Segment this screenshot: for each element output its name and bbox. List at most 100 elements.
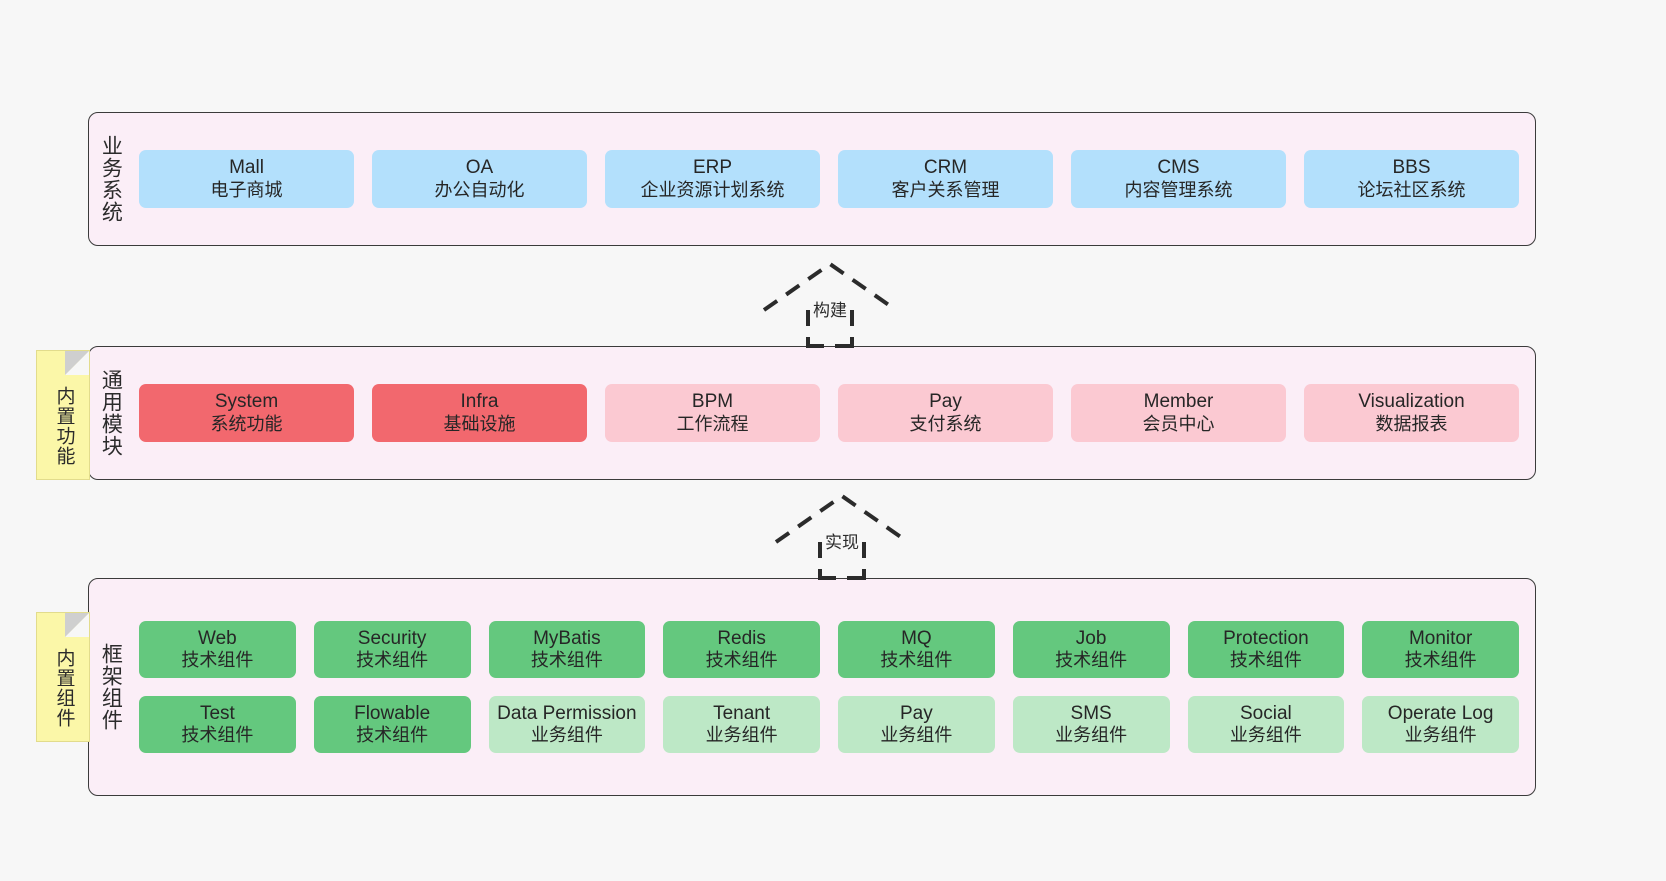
node-name: Data Permission (497, 703, 637, 724)
node-cms[interactable]: CMS 内容管理系统 (1071, 150, 1286, 208)
node-desc: 会员中心 (1142, 413, 1215, 434)
node-desc: 技术组件 (181, 725, 254, 746)
layer-body-framework-component: Web 技术组件 Security 技术组件 MyBatis 技术组件 Redi… (131, 579, 1535, 795)
node-redis[interactable]: Redis 技术组件 (663, 620, 820, 678)
node-name: Monitor (1408, 627, 1473, 649)
node-name: MyBatis (533, 627, 601, 649)
generalization-arrow-icon (774, 493, 910, 580)
sticky-note-label: 内置组件 (53, 648, 75, 728)
node-desc: 支付系统 (909, 413, 982, 434)
node-flowable[interactable]: Flowable 技术组件 (313, 696, 471, 754)
layer-row: Web 技术组件 Security 技术组件 MyBatis 技术组件 Redi… (139, 620, 1519, 678)
node-name: Operate Log (1387, 703, 1494, 724)
node-name: System (214, 391, 279, 413)
node-name: Mall (229, 157, 264, 179)
node-name: CRM (923, 157, 968, 179)
connector-label-implement: 实现 (822, 528, 862, 553)
node-erp[interactable]: ERP 企业资源计划系统 (605, 150, 820, 208)
node-data-permission[interactable]: Data Permission 业务组件 (488, 696, 646, 754)
layer-row: Mall 电子商城 OA 办公自动化 ERP 企业资源计划系统 CRM 客户关系… (139, 150, 1519, 208)
sticky-note-label: 内置功能 (53, 386, 75, 466)
layer-common-module[interactable]: 通用模块 System 系统功能 Infra 基础设施 BPM 工作流程 Pay… (88, 346, 1536, 480)
node-web[interactable]: Web 技术组件 (139, 620, 296, 678)
connector-label-build: 构建 (810, 296, 850, 321)
layer-title-framework-component: 框架组件 (99, 643, 123, 731)
generalization-arrow-icon (762, 261, 898, 348)
node-desc: 业务组件 (1229, 725, 1302, 746)
node-desc: 论坛社区系统 (1357, 179, 1466, 200)
node-member[interactable]: Member 会员中心 (1071, 384, 1286, 442)
layer-title-business-system: 业务系统 (99, 135, 123, 223)
node-mybatis[interactable]: MyBatis 技术组件 (488, 620, 646, 678)
node-job[interactable]: Job 技术组件 (1012, 620, 1170, 678)
node-desc: 业务组件 (1404, 725, 1477, 746)
layer-business-system[interactable]: 业务系统 Mall 电子商城 OA 办公自动化 ERP 企业资源计划系统 CRM… (88, 112, 1536, 246)
node-security[interactable]: Security 技术组件 (313, 620, 471, 678)
node-name: Web (198, 627, 237, 649)
node-name: Job (1075, 627, 1107, 649)
node-desc: 数据报表 (1375, 413, 1448, 434)
node-tenant[interactable]: Tenant 业务组件 (663, 696, 820, 754)
node-desc: 技术组件 (1404, 650, 1477, 671)
node-social[interactable]: Social 业务组件 (1187, 696, 1345, 754)
node-name: Redis (717, 627, 766, 649)
node-bbs[interactable]: BBS 论坛社区系统 (1304, 150, 1519, 208)
node-name: OA (465, 157, 494, 179)
node-desc: 技术组件 (356, 650, 429, 671)
node-desc: 业务组件 (530, 725, 603, 746)
node-name: Infra (460, 391, 499, 413)
node-name: CMS (1157, 157, 1200, 179)
node-test[interactable]: Test 技术组件 (139, 696, 296, 754)
node-mall[interactable]: Mall 电子商城 (139, 150, 354, 208)
node-name: Social (1240, 703, 1292, 724)
node-infra[interactable]: Infra 基础设施 (372, 384, 587, 442)
node-name: Protection (1223, 627, 1309, 649)
node-name: Member (1143, 391, 1214, 413)
node-name: BPM (691, 391, 734, 413)
node-name: BBS (1392, 157, 1431, 179)
layer-framework-component[interactable]: 框架组件 Web 技术组件 Security 技术组件 MyBatis 技术组件… (88, 578, 1536, 796)
node-desc: 技术组件 (1229, 650, 1302, 671)
layer-body-business-system: Mall 电子商城 OA 办公自动化 ERP 企业资源计划系统 CRM 客户关系… (131, 113, 1535, 245)
node-name: Tenant (713, 703, 771, 724)
node-monitor[interactable]: Monitor 技术组件 (1362, 620, 1519, 678)
node-name: Pay (929, 391, 962, 413)
node-system[interactable]: System 系统功能 (139, 384, 354, 442)
node-desc: 内容管理系统 (1124, 179, 1233, 200)
node-bpm[interactable]: BPM 工作流程 (605, 384, 820, 442)
node-desc: 技术组件 (1055, 650, 1128, 671)
node-visualization[interactable]: Visualization 数据报表 (1304, 384, 1519, 442)
node-pay[interactable]: Pay 支付系统 (838, 384, 1053, 442)
sticky-note-builtin-component[interactable]: 内置组件 (36, 612, 90, 742)
node-name: SMS (1070, 703, 1112, 724)
node-name: Security (357, 627, 427, 649)
layer-body-common-module: System 系统功能 Infra 基础设施 BPM 工作流程 Pay 支付系统… (131, 347, 1535, 479)
node-desc: 业务组件 (705, 725, 778, 746)
connector-implement: 实现 (774, 493, 910, 580)
node-crm[interactable]: CRM 客户关系管理 (838, 150, 1053, 208)
node-desc: 工作流程 (676, 413, 749, 434)
node-name: Test (199, 703, 235, 724)
node-operate-log[interactable]: Operate Log 业务组件 (1362, 696, 1519, 754)
node-desc: 业务组件 (1055, 725, 1128, 746)
sticky-note-builtin-function[interactable]: 内置功能 (36, 350, 90, 480)
node-name: ERP (692, 157, 733, 179)
node-pay-business[interactable]: Pay 业务组件 (838, 696, 995, 754)
layer-title-common-module: 通用模块 (99, 369, 123, 457)
node-protection[interactable]: Protection 技术组件 (1187, 620, 1345, 678)
node-desc: 技术组件 (181, 650, 254, 671)
node-desc: 基础设施 (443, 413, 516, 434)
node-name: Pay (900, 703, 933, 724)
node-name: Flowable (354, 703, 431, 724)
node-desc: 企业资源计划系统 (640, 179, 785, 200)
node-desc: 技术组件 (705, 650, 778, 671)
node-desc: 办公自动化 (434, 179, 525, 200)
node-name: MQ (901, 627, 932, 649)
node-desc: 技术组件 (530, 650, 603, 671)
node-mq[interactable]: MQ 技术组件 (838, 620, 995, 678)
node-oa[interactable]: OA 办公自动化 (372, 150, 587, 208)
node-sms[interactable]: SMS 业务组件 (1012, 696, 1170, 754)
node-desc: 技术组件 (880, 650, 953, 671)
node-desc: 技术组件 (356, 725, 429, 746)
